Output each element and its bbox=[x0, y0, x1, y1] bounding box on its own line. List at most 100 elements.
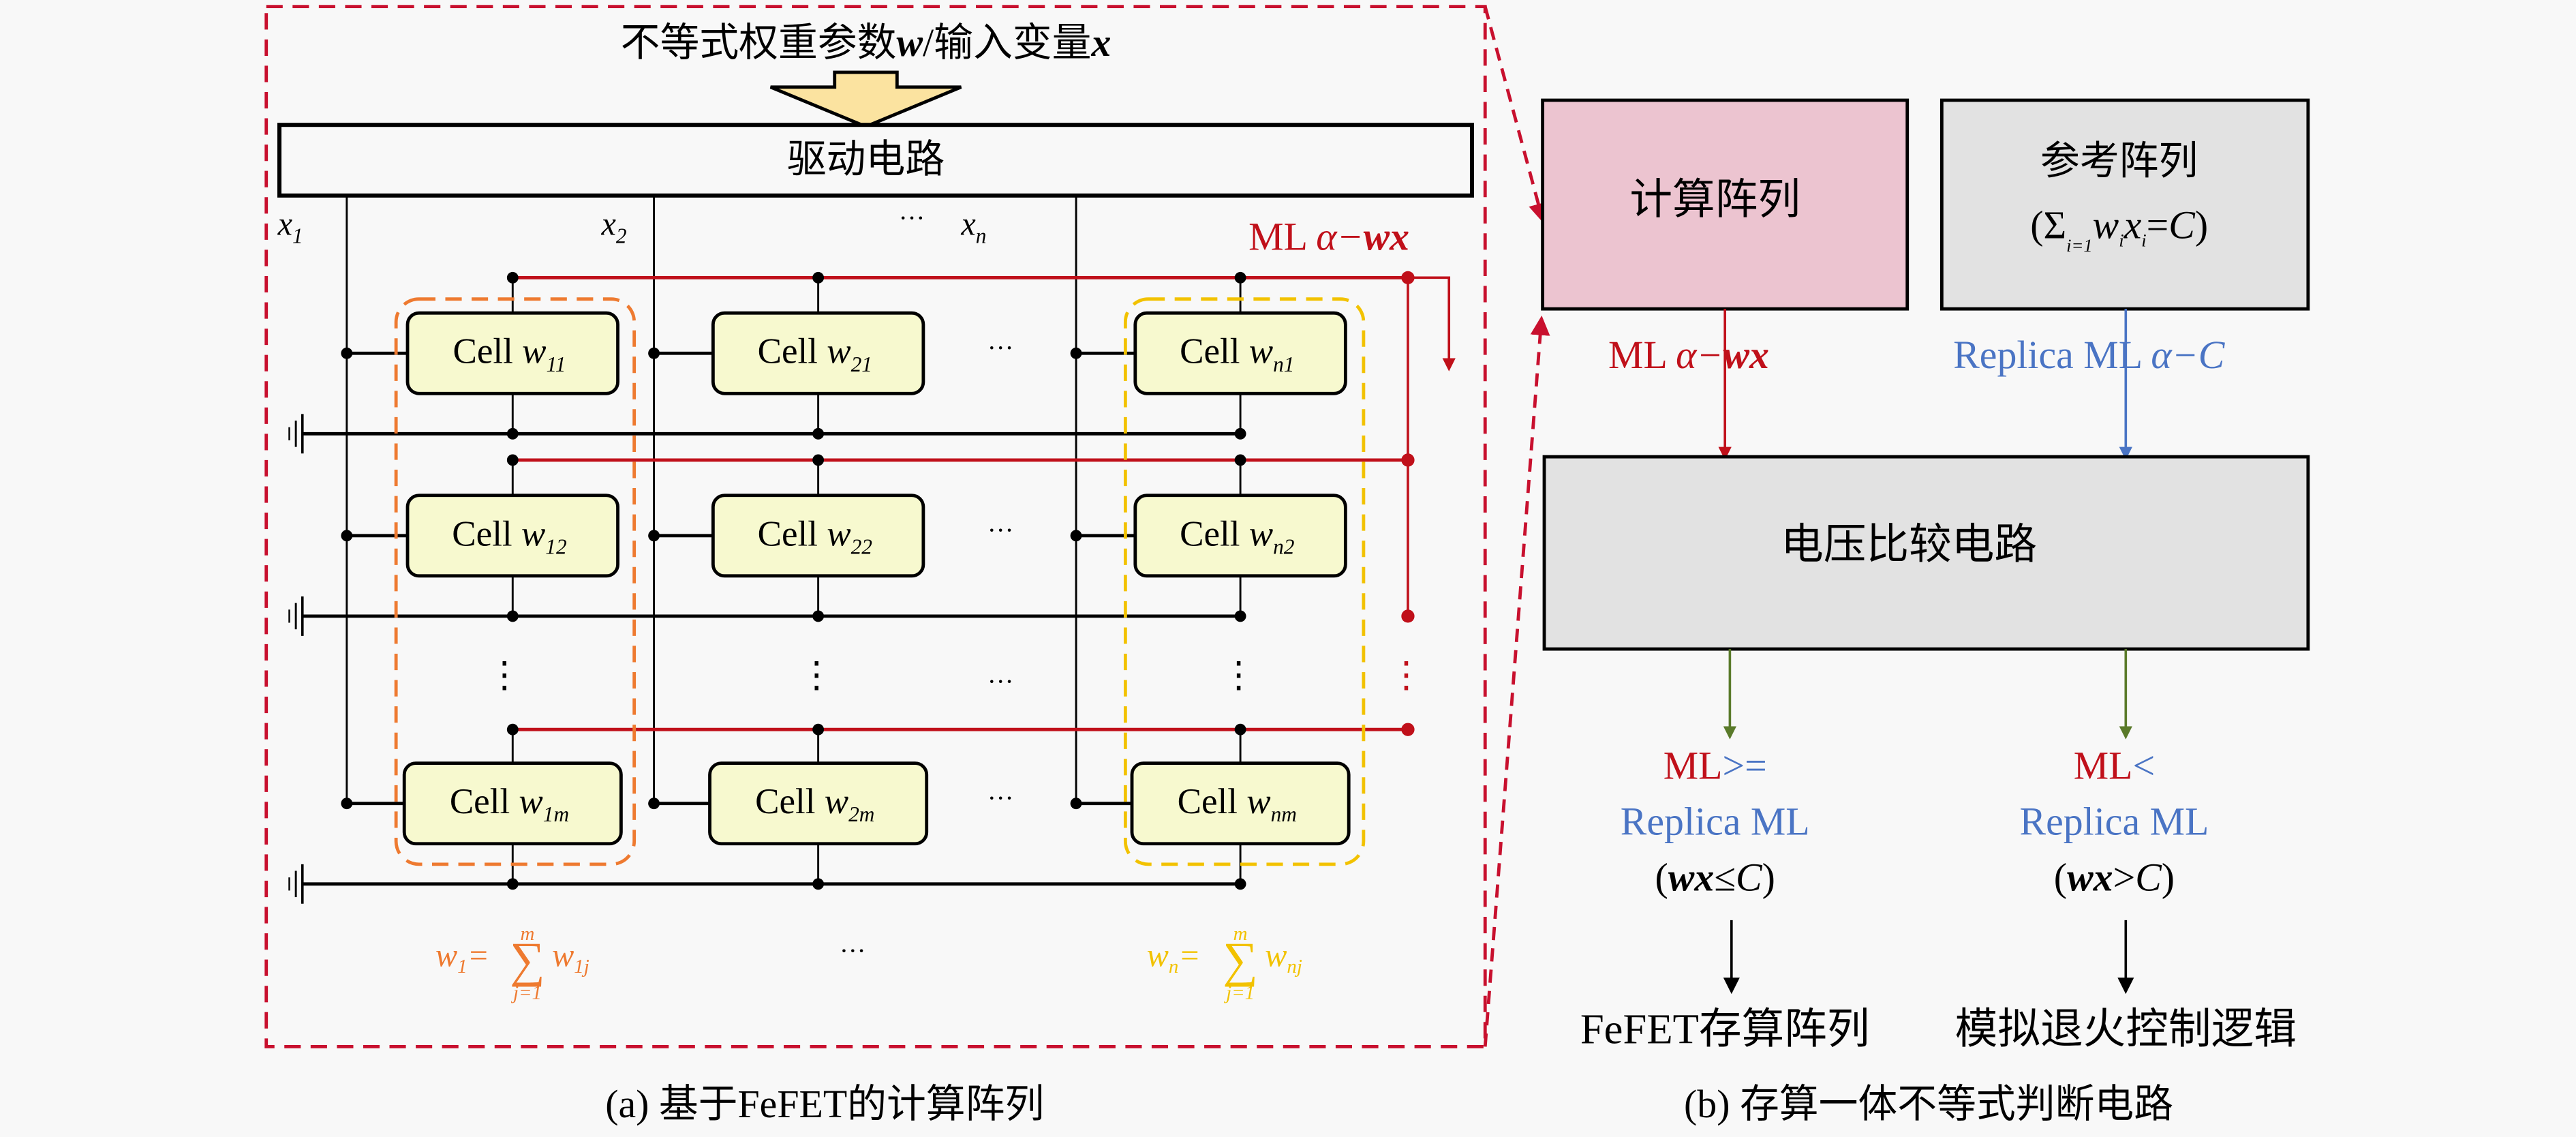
svg-text:wn=: wn= bbox=[1147, 937, 1201, 977]
right-result-op: ML< bbox=[2074, 744, 2155, 788]
reference-formula: (Σi=1wixi=C) bbox=[2030, 203, 2208, 256]
column-group-n bbox=[1123, 297, 1366, 866]
x-ellipsis: ··· bbox=[899, 204, 925, 233]
input-sep: /输入变量 bbox=[923, 20, 1091, 65]
cell-box bbox=[1130, 761, 1351, 846]
junction-node bbox=[1234, 271, 1246, 284]
vdots-col2: ⋮ bbox=[799, 656, 835, 695]
input-label: 不等式权重参数 bbox=[621, 20, 897, 65]
replica-signal-label: Replica ML α−C bbox=[1953, 333, 2226, 377]
junction-node bbox=[1234, 878, 1246, 890]
cell-box bbox=[1133, 311, 1347, 395]
ml-label: ML α−wx bbox=[1248, 214, 1409, 258]
junction-node bbox=[1234, 723, 1246, 736]
junction-node bbox=[648, 798, 660, 810]
junction-node bbox=[506, 878, 519, 890]
right-result-condition: (wx>C) bbox=[2054, 855, 2175, 899]
row-ellipsis: ··· bbox=[987, 517, 1014, 545]
junction-node bbox=[1234, 610, 1246, 622]
cell-label: Cell wnm bbox=[1178, 782, 1297, 826]
cell-label: Cell w12 bbox=[452, 514, 566, 558]
left-output-label: FeFET存算阵列 bbox=[1580, 1005, 1870, 1053]
vdots-col1: ⋮ bbox=[487, 656, 523, 695]
input-arrow-icon bbox=[769, 70, 962, 129]
junction-node bbox=[648, 347, 660, 359]
junction-node bbox=[506, 610, 519, 622]
junction-node bbox=[341, 798, 353, 810]
junction-node bbox=[812, 454, 825, 466]
input-x: x bbox=[1090, 20, 1111, 65]
left-result-condition: (wx≤C) bbox=[1655, 855, 1775, 899]
junction-node bbox=[812, 610, 825, 622]
cell-label: Cell w22 bbox=[758, 514, 872, 558]
junction-node bbox=[341, 530, 353, 542]
caption-b: (b) 存算一体不等式判断电路 bbox=[1684, 1082, 2173, 1126]
xn-label: xn bbox=[960, 207, 986, 248]
cell-box bbox=[405, 494, 619, 578]
x1-label: x1 bbox=[277, 207, 303, 248]
cell-label: Cell wn1 bbox=[1180, 332, 1294, 376]
caption-a: (a) 基于FeFET的计算阵列 bbox=[605, 1082, 1044, 1126]
panel-a-frame bbox=[264, 5, 1487, 1048]
reference-array-box bbox=[1939, 98, 2310, 311]
right-output-label: 模拟退火控制逻辑 bbox=[1955, 1005, 2297, 1053]
cell-box bbox=[711, 494, 925, 578]
comparator-label: 电压比较电路 bbox=[1781, 521, 2037, 568]
ml-signal-label: ML α−wx bbox=[1608, 333, 1769, 377]
sum-formula-1: w1= ∑ m j=1 w1j bbox=[435, 923, 589, 1004]
sum-ellipsis: ··· bbox=[840, 937, 866, 966]
svg-text:j=1: j=1 bbox=[510, 982, 542, 1004]
left-result-op: ML>= bbox=[1663, 744, 1767, 788]
svg-text:m: m bbox=[521, 923, 535, 945]
vdots-colmid: ··· bbox=[987, 667, 1014, 696]
junction-node bbox=[506, 271, 519, 284]
cell-box bbox=[711, 311, 925, 395]
junction-node bbox=[812, 271, 825, 284]
ml-bus-node bbox=[1401, 609, 1415, 623]
vdots-coln: ⋮ bbox=[1221, 656, 1257, 695]
junction-node bbox=[812, 878, 825, 890]
junction-node bbox=[1070, 347, 1082, 359]
junction-node bbox=[648, 530, 660, 542]
cell-box bbox=[405, 311, 619, 395]
junction-node bbox=[506, 427, 519, 440]
svg-text:w1j: w1j bbox=[552, 937, 589, 977]
cell-label: Cell w11 bbox=[453, 332, 566, 376]
input-title: 不等式权重参数w/输入变量x bbox=[621, 20, 1111, 65]
vdots-ml: ⋮ bbox=[1388, 656, 1424, 695]
column-group-1 bbox=[394, 297, 637, 866]
right-result-replica: Replica ML bbox=[2020, 799, 2209, 843]
driver-circuit-label: 驱动电路 bbox=[787, 137, 945, 181]
junction-node bbox=[1234, 454, 1246, 466]
x2-label: x2 bbox=[600, 207, 626, 248]
junction-node bbox=[812, 427, 825, 440]
panel-a: 不等式权重参数w/输入变量x 驱动电路 x1 x2 ··· xn ML α−wx… bbox=[264, 5, 1487, 1126]
cell-box bbox=[402, 761, 623, 846]
svg-text:wnj: wnj bbox=[1265, 937, 1302, 977]
zoom-connector-top bbox=[1483, 6, 1548, 224]
left-result-replica: Replica ML bbox=[1621, 799, 1810, 843]
compute-array-label: 计算阵列 bbox=[1629, 175, 1800, 223]
cell-box bbox=[1133, 494, 1347, 578]
svg-text:m: m bbox=[1233, 923, 1248, 945]
cell-label: Cell wn2 bbox=[1180, 514, 1294, 558]
sum-formula-n: wn= ∑ m j=1 wnj bbox=[1147, 923, 1302, 1004]
cell-label: Cell w2m bbox=[755, 782, 874, 826]
svg-text:∑: ∑ bbox=[1223, 933, 1258, 987]
junction-node bbox=[341, 347, 353, 359]
svg-text:∑: ∑ bbox=[510, 933, 545, 987]
junction-node bbox=[1234, 427, 1246, 440]
cell-label: Cell w1m bbox=[450, 782, 569, 826]
driver-circuit-box bbox=[277, 123, 1474, 198]
svg-text:j=1: j=1 bbox=[1223, 982, 1255, 1004]
junction-node bbox=[1070, 530, 1082, 542]
ml-output-arrow bbox=[1407, 276, 1456, 372]
cell-box bbox=[708, 761, 929, 846]
junction-node bbox=[812, 723, 825, 736]
panel-b: 计算阵列 参考阵列 (Σi=1wixi=C) ML α−wx Replica M… bbox=[1541, 98, 2310, 1126]
row-ellipsis: ··· bbox=[987, 334, 1014, 363]
row-ellipsis: ··· bbox=[987, 785, 1014, 813]
array-wires bbox=[288, 195, 1456, 904]
